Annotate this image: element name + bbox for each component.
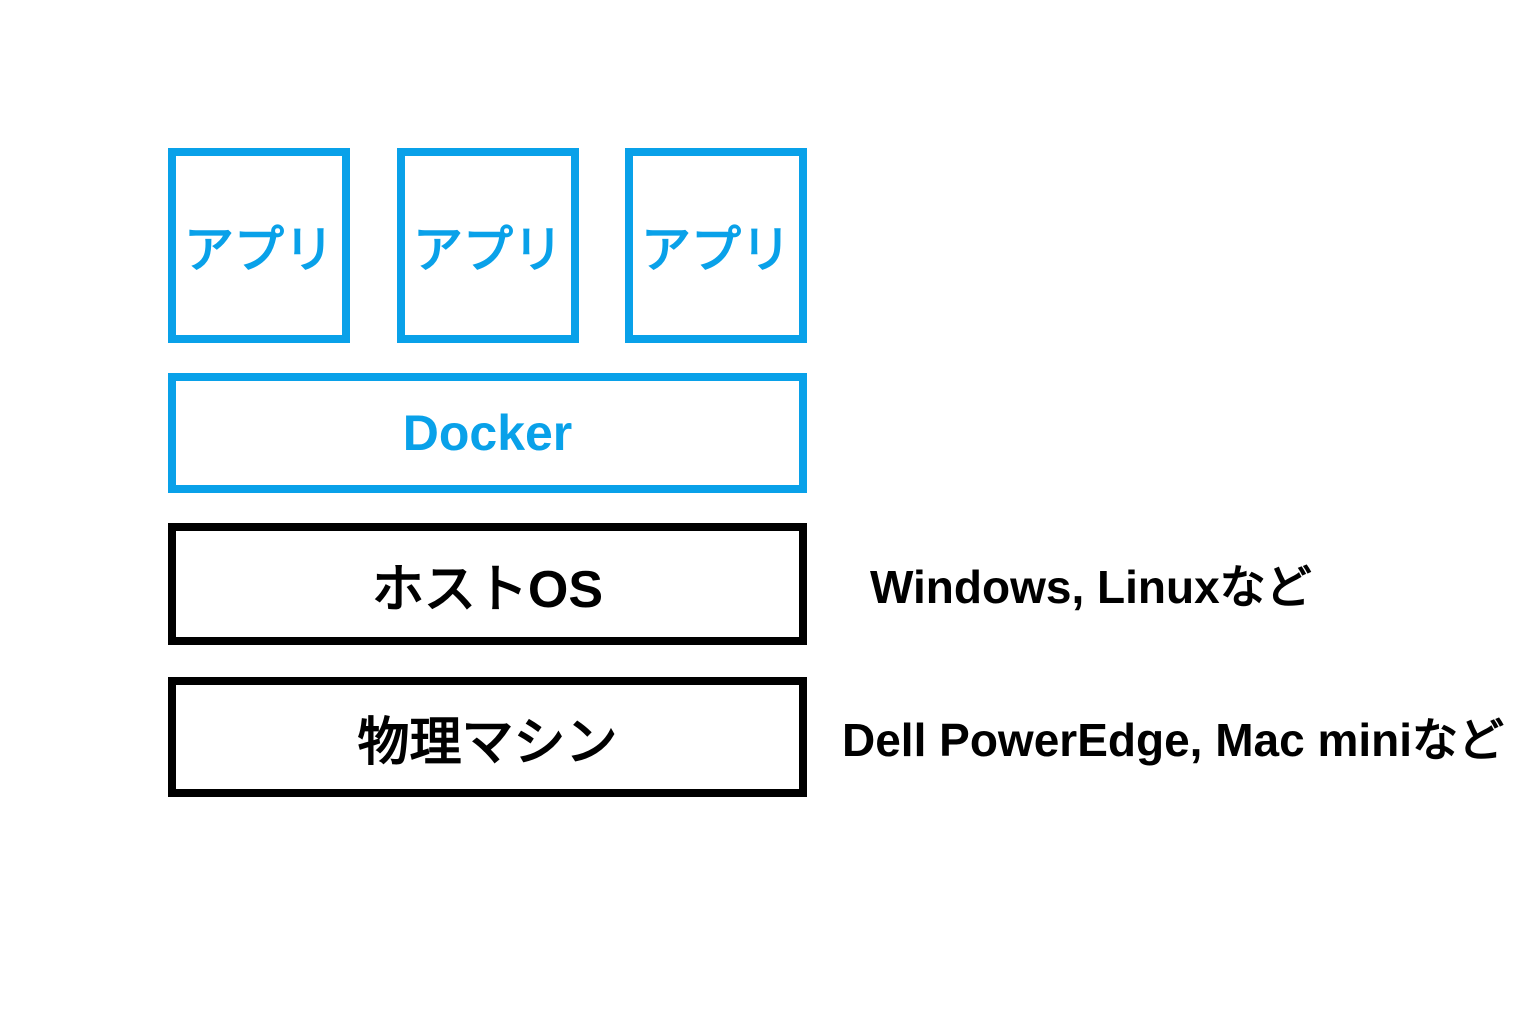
app-box-1-label: アプリ xyxy=(184,221,334,278)
physical-machine-layer-box: 物理マシン xyxy=(168,677,807,797)
app-box-3: アプリ xyxy=(625,148,807,343)
physical-machine-layer-label: 物理マシン xyxy=(357,713,618,772)
host-os-layer-label: ホストOS xyxy=(371,560,604,619)
app-box-2-label: アプリ xyxy=(413,221,563,278)
physical-machine-annotation: Dell PowerEdge, Mac miniなど xyxy=(842,677,1504,797)
docker-layer-box: Docker xyxy=(168,373,807,493)
physical-machine-annotation-text: Dell PowerEdge, Mac miniなど xyxy=(842,714,1505,766)
docker-layer-label: Docker xyxy=(402,405,573,461)
host-os-layer-box: ホストOS xyxy=(168,523,807,645)
app-box-1: アプリ xyxy=(168,148,350,343)
app-box-2: アプリ xyxy=(397,148,579,343)
host-os-annotation: Windows, Linuxなど xyxy=(870,523,1312,645)
host-os-annotation-text: Windows, Linuxなど xyxy=(870,561,1312,613)
app-box-3-label: アプリ xyxy=(641,221,791,278)
